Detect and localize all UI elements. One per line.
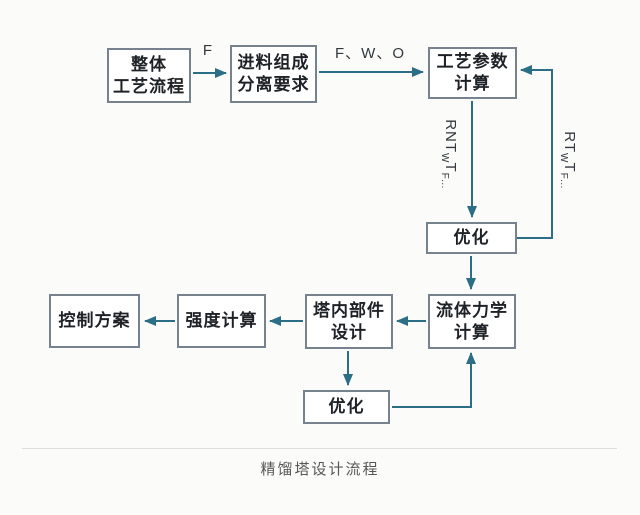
node-optimize-lower: 优化 [303,390,390,424]
diagram-caption: 精馏塔设计流程 [260,461,380,478]
node-optimize-upper: 优化 [426,222,517,254]
edge-optimize1-to-params [517,65,553,239]
edge-label-fwo: F、W、O [335,45,405,62]
node-tower-internals-design: 塔内部件 设计 [305,294,393,349]
edge-label-rnt: RNTWTF… [439,119,459,189]
edge-label-f: F [202,42,214,59]
node-strength-calculation: 强度计算 [177,294,266,348]
node-overall-process: 整体 工艺流程 [107,48,191,103]
node-control-scheme: 控制方案 [49,294,140,348]
edge-label-rt: RTWTF… [558,131,578,189]
caption-separator-line [22,448,617,449]
edge-optimize2-to-hydraulics [392,352,476,408]
node-hydraulics-calculation: 流体力学 计算 [428,294,516,349]
node-feed-composition: 进料组成 分离要求 [230,45,317,103]
node-process-parameters: 工艺参数 计算 [428,47,517,99]
